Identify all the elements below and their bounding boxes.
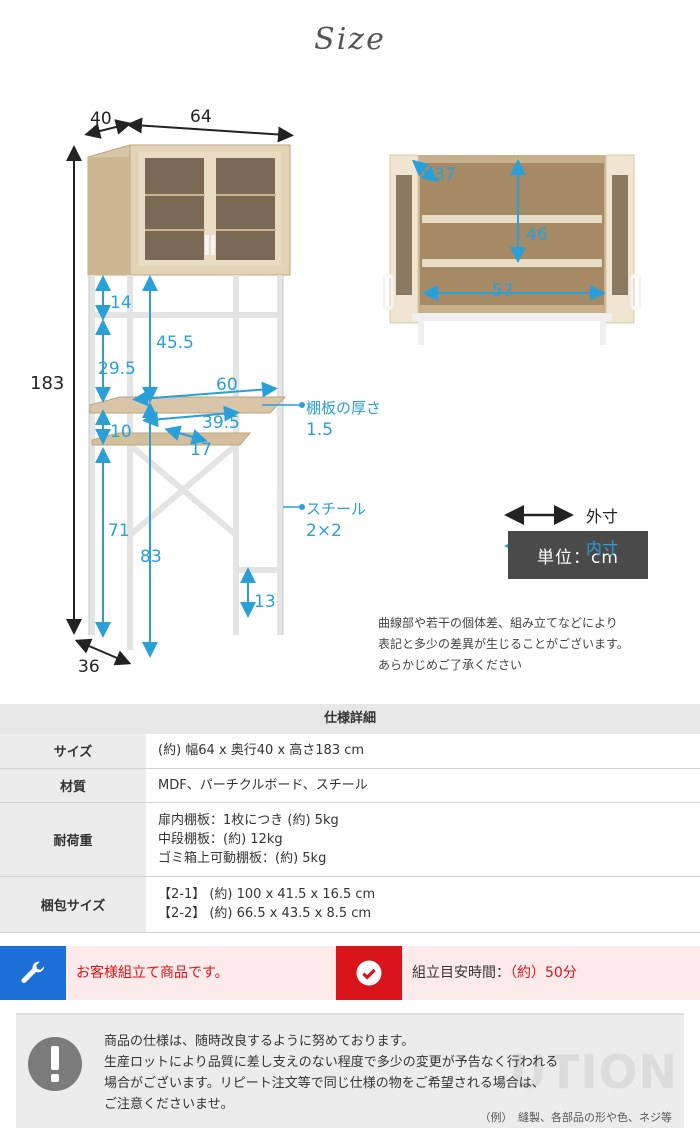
legend-inner: 内寸	[586, 535, 618, 559]
shelf-thickness-label: 棚板の厚さ	[306, 399, 382, 417]
spec-value-line: 扉内棚板：1枚につき (約) 5kg	[158, 812, 339, 828]
dim-gap-top: 14	[110, 293, 132, 313]
caution-watermark: UTION	[509, 1045, 678, 1099]
table-row: サイズ (約) 幅64 x 奥行40 x 高さ183 cm	[0, 734, 700, 769]
spec-value: 扉内棚板：1枚につき (約) 5kg 中段棚板：(約) 12kg ゴミ箱上可動棚…	[146, 802, 700, 877]
dim-lower-depth: 17	[190, 440, 212, 460]
dim-cabinet-depth: 37	[434, 165, 456, 185]
section-title: Size	[314, 22, 386, 57]
spec-key: 材質	[0, 768, 146, 803]
legend-outer: 外寸	[586, 503, 618, 527]
caution-text: 商品の仕様は、随時改良するように努めております。 生産ロットにより品質に差し支え…	[104, 1031, 558, 1115]
spec-key: 梱包サイズ	[0, 876, 146, 933]
spec-value-line: 【2-2】 (約) 66.5 x 43.5 x 8.5 cm	[158, 906, 372, 921]
spec-value-line: (約) 幅64 x 奥行40 x 高さ183 cm	[158, 743, 365, 759]
caution-line: ご注意くださいませ。	[104, 1097, 234, 1112]
dim-shelf-width: 60	[216, 375, 238, 395]
spec-key: 耐荷重	[0, 802, 146, 877]
spec-value-line: MDF、パーチクルボード、スチール	[158, 777, 368, 793]
spec-value: 【2-1】 (約) 100 x 41.5 x 16.5 cm 【2-2】 (約)…	[146, 876, 700, 933]
dim-cabinet-width: 57	[492, 281, 514, 301]
table-row: 耐荷重 扉内棚板：1枚につき (約) 5kg 中段棚板：(約) 12kg ゴミ箱…	[0, 802, 700, 877]
spec-value-line: 【2-1】 (約) 100 x 41.5 x 16.5 cm	[158, 887, 376, 902]
note-line: あらかじめご了承ください	[378, 658, 523, 672]
cabinet-interior-image	[382, 154, 642, 345]
spec-key: サイズ	[0, 734, 146, 769]
caution-line: 場合がございます。リピート注文等で同じ仕様の物をご希望される場合は、	[104, 1076, 545, 1091]
spec-value: (約) 幅64 x 奥行40 x 高さ183 cm	[146, 734, 700, 769]
dim-cabinet-height: 46	[526, 225, 548, 245]
steel-label: スチール	[306, 500, 367, 518]
table-row: 材質 MDF、パーチクルボード、スチール	[0, 768, 700, 803]
spec-value-line: 中段棚板：(約) 12kg	[158, 831, 283, 847]
note-line: 表記と多少の差異が生じることがございます。	[378, 637, 629, 651]
table-row: 梱包サイズ 【2-1】 (約) 100 x 41.5 x 16.5 cm 【2-…	[0, 876, 700, 933]
dim-inner-height: 83	[140, 547, 162, 567]
dim-leg-height: 71	[108, 521, 130, 541]
clock-icon	[336, 946, 402, 1000]
assembly-time-label: 組立目安時間：	[412, 965, 510, 981]
assembly-time: 組立目安時間：（約）50分	[412, 946, 577, 1000]
diagram-drawing	[66, 117, 642, 666]
spec-table: サイズ (約) 幅64 x 奥行40 x 高さ183 cm 材質 MDF、パーチ…	[0, 734, 700, 933]
note-line: 曲線部や若干の個体差、組み立てなどにより	[378, 616, 618, 630]
shelf-thickness-value: 1.5	[306, 420, 334, 440]
exclamation-icon	[28, 1037, 82, 1091]
caution-example: （例） 縫製、各部品の形や色、ネジ等	[479, 1111, 673, 1124]
cabinet-shape	[87, 144, 291, 276]
dim-foot-height: 13	[254, 592, 276, 612]
dim-depth-top: 40	[90, 109, 112, 129]
dim-width-top: 64	[190, 107, 212, 127]
assembly-required-text: お客様組立て商品です。	[76, 965, 229, 981]
steel-value: 2×2	[306, 521, 342, 541]
disclaimer-note: 曲線部や若干の個体差、組み立てなどにより 表記と多少の差異が生じることがございま…	[378, 613, 678, 676]
dim-gap-lower: 10	[110, 422, 132, 442]
legend-inner-label: 内寸	[586, 539, 619, 558]
dim-shelf-depth: 39.5	[202, 413, 240, 433]
dim-shelf-space: 45.5	[156, 333, 194, 353]
assembly-time-value: （約）50分	[510, 965, 577, 981]
assembly-bar: お客様組立て商品です。 組立目安時間：（約）50分	[0, 946, 700, 1000]
caution-line: 生産ロットにより品質に差し支えのない程度で多少の変更が予告なく行われる	[104, 1055, 559, 1070]
unit-badge: 単位：cm	[508, 531, 648, 579]
legend-outer-label: 外寸	[586, 507, 619, 526]
spec-value-line: ゴミ箱上可動棚板：(約) 5kg	[158, 850, 327, 866]
dim-depth-bottom: 36	[78, 657, 100, 677]
spec-title: 仕様詳細	[0, 704, 700, 734]
wrench-icon	[0, 946, 66, 1000]
size-diagram: 40 64 183 36 14 45.5 29.5 60 39.5 10 17 …	[0, 95, 700, 695]
dim-gap-mid: 29.5	[98, 359, 136, 379]
caution-line: 商品の仕様は、随時改良するように努めております。	[104, 1034, 415, 1049]
dim-total-height: 183	[30, 373, 65, 394]
steel-frame	[89, 275, 283, 650]
spec-value: MDF、パーチクルボード、スチール	[146, 768, 700, 803]
caution-box: UTION 商品の仕様は、随時改良するように努めております。 生産ロットにより品…	[16, 1013, 684, 1128]
